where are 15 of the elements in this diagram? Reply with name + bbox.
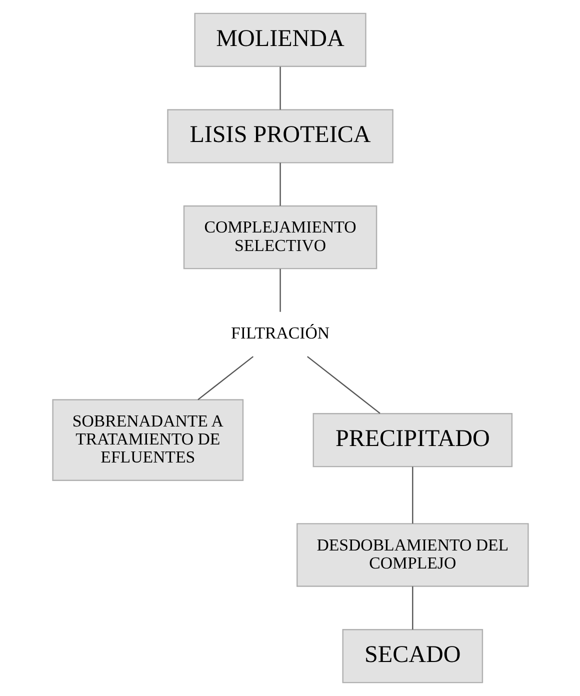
node-box: SECADO: [342, 629, 483, 684]
connector: [279, 66, 280, 110]
connector: [412, 586, 413, 630]
connector: [412, 466, 413, 524]
connector: [306, 356, 380, 414]
node-box: DESDOBLAMIENTO DEL COMPLEJO: [296, 523, 528, 587]
node-box: SOBRENADANTE A TRATAMIENTO DE EFLUENTES: [52, 399, 244, 481]
node-box: PRECIPITADO: [312, 412, 512, 468]
node-box: COMPLEJAMIENTO SELECTIVO: [182, 205, 377, 270]
node-box: LISIS PROTEICA: [166, 109, 393, 164]
connector: [197, 356, 254, 400]
connector: [279, 268, 280, 312]
node-text: FILTRACIÓN: [230, 324, 330, 343]
connector: [279, 162, 280, 206]
node-box: MOLIENDA: [194, 12, 366, 67]
